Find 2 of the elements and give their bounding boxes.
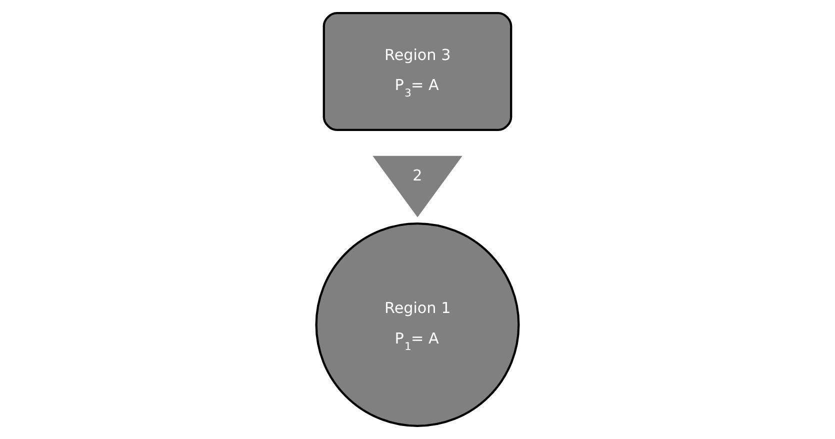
- node-box: Region 3 P$_{3}$= A: [322, 12, 512, 132]
- node-circle: Region 1 P$_{1}$= A: [315, 222, 520, 427]
